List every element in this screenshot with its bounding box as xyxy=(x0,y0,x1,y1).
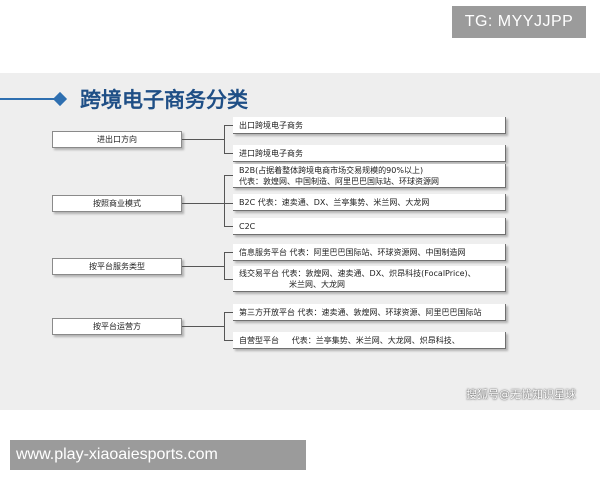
item-online-trading: 线交易平台 代表：敦煌网、速卖通、DX、炽昂科技(FocalPrice)、 米兰… xyxy=(233,266,506,292)
item-text: 线交易平台 代表：敦煌网、速卖通、DX、炽昂科技(FocalPrice)、 xyxy=(239,268,476,278)
item-text: 进口跨境电子商务 xyxy=(239,148,303,158)
item-text: 代表：敦煌网、中国制造、阿里巴巴国际站、环球资源网 xyxy=(239,176,439,186)
item-c2c: C2C xyxy=(233,218,506,235)
connector xyxy=(224,125,225,153)
watermark: 搜狐号@无忧知识星球 xyxy=(466,388,576,401)
title-accent-line xyxy=(0,98,54,100)
tg-badge: TG: MYYJJPP xyxy=(452,6,586,38)
category-direction: 进出口方向 xyxy=(52,131,182,148)
connector xyxy=(224,312,233,313)
category-label: 进出口方向 xyxy=(97,135,137,144)
category-operator: 按平台运营方 xyxy=(52,318,182,335)
item-text: 自营型平台 代表：兰亭集势、米兰网、大龙网、炽昂科技、 xyxy=(239,335,460,345)
connector xyxy=(182,326,224,327)
category-business-model: 按照商业模式 xyxy=(52,195,182,212)
item-text: B2B(占据着整体跨境电商市场交易规模的90%以上) xyxy=(239,165,424,175)
connector xyxy=(182,139,224,140)
item-text: 米兰网、大龙网 xyxy=(289,279,345,289)
url-badge: www.play-xiaoaiesports.com xyxy=(10,440,306,470)
item-export: 出口跨境电子商务 xyxy=(233,117,506,134)
connector xyxy=(224,279,233,280)
category-label: 按平台服务类型 xyxy=(89,262,145,271)
category-service-type: 按平台服务类型 xyxy=(52,258,182,275)
item-third-party: 第三方开放平台 代表：速卖通、敦煌网、环球资源、阿里巴巴国际站 xyxy=(233,304,506,321)
diagram-title: 跨境电子商务分类 xyxy=(80,88,248,112)
connector xyxy=(224,203,233,204)
item-info-service: 信息服务平台 代表：阿里巴巴国际站、环球资源网、中国制造网 xyxy=(233,244,506,261)
connector xyxy=(224,340,233,341)
item-text: 第三方开放平台 代表：速卖通、敦煌网、环球资源、阿里巴巴国际站 xyxy=(239,307,482,317)
connector xyxy=(224,226,233,227)
item-b2b: B2B(占据着整体跨境电商市场交易规模的90%以上) 代表：敦煌网、中国制造、阿… xyxy=(233,164,506,188)
item-b2c: B2C 代表：速卖通、DX、兰亭集势、米兰网、大龙网 xyxy=(233,194,506,211)
item-self-operated: 自营型平台 代表：兰亭集势、米兰网、大龙网、炽昂科技、 xyxy=(233,332,506,349)
connector xyxy=(224,153,233,154)
category-label: 按平台运营方 xyxy=(93,322,141,331)
connector xyxy=(224,125,233,126)
category-label: 按照商业模式 xyxy=(93,199,141,208)
connector xyxy=(224,252,233,253)
connector xyxy=(182,203,224,204)
connector xyxy=(224,175,233,176)
item-text: B2C 代表：速卖通、DX、兰亭集势、米兰网、大龙网 xyxy=(239,197,430,207)
item-text: C2C xyxy=(239,221,256,231)
item-text: 出口跨境电子商务 xyxy=(239,120,303,130)
connector xyxy=(182,266,224,267)
item-import: 进口跨境电子商务 xyxy=(233,145,506,162)
connector xyxy=(224,175,225,226)
item-text: 信息服务平台 代表：阿里巴巴国际站、环球资源网、中国制造网 xyxy=(239,247,466,257)
connector xyxy=(224,252,225,279)
connector xyxy=(224,312,225,340)
